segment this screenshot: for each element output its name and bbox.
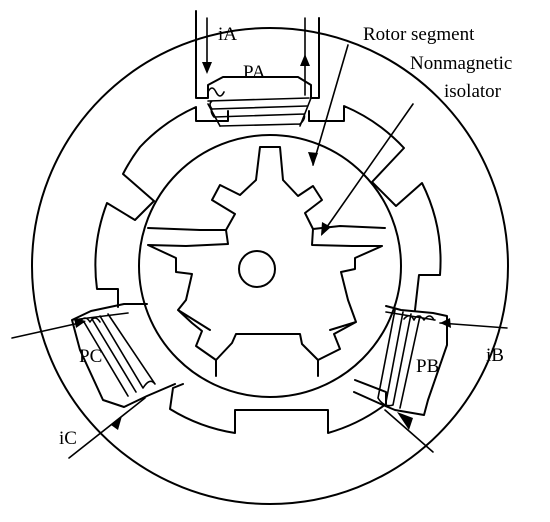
stator-outer-circle [31,27,509,505]
arrow-ib-out [397,412,413,430]
coil-pa [207,87,310,127]
label-isolator: isolator [444,81,502,102]
label-rotor-segment: Rotor segment [363,24,475,45]
lead-ib-out [384,409,434,453]
label-ib: iB [486,345,504,366]
lead-ic-in [68,397,146,459]
coil-pa-sides [207,97,312,127]
arrow-ic-out [74,318,86,328]
label-ic: iC [59,428,77,449]
lead-ic-out [11,321,85,339]
label-pc: PC [79,346,102,367]
lead-ib-in [439,322,508,329]
rotor-shaft [238,250,276,288]
arrow-ib-in [440,318,451,328]
label-nonmagnetic: Nonmagnetic [410,53,512,74]
stator-yoke-boundary [94,105,442,434]
callout-rotor-segment-arrow [308,152,318,166]
pole-pc [71,303,176,408]
coil-pc [71,312,156,397]
rotor-star [147,146,386,377]
label-pa: PA [243,62,266,83]
coil-pb [377,309,436,409]
arrow-ia-out [300,54,310,66]
arrow-ia-in [202,62,212,74]
arrow-ic-in [111,416,122,430]
pole-pa [195,10,320,99]
pole-pb [353,305,448,416]
label-pb: PB [416,356,439,377]
callout-isolator-line [321,103,414,235]
callout-isolator-arrow [321,222,331,236]
rotor-outer-circle [138,134,402,398]
label-ia: iA [218,24,237,45]
callout-rotor-segment-line [312,44,349,166]
